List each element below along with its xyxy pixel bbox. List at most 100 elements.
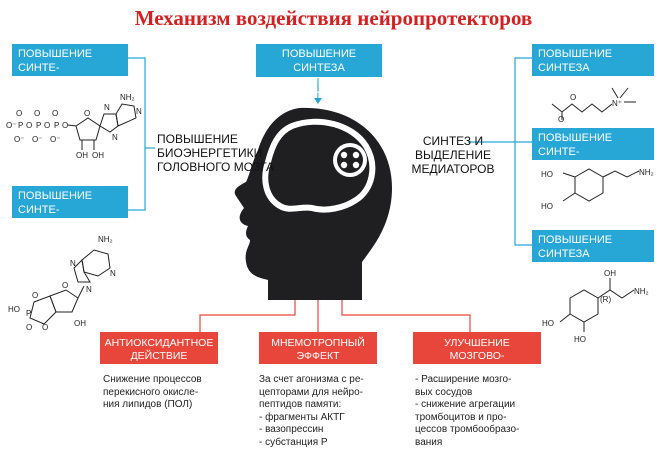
atp-o-top-2: O xyxy=(34,109,40,118)
circ-line1: УЛУЧШЕНИЕ МОЗГОВО- xyxy=(444,337,510,362)
bioenergetics-line2: БИОЭНЕРГЕТИКИ xyxy=(157,146,263,160)
dopa-box-line1: ПОВЫШЕНИЕ СИНТЕ- xyxy=(538,132,613,158)
dopa-nh2: NH₂ xyxy=(639,168,654,177)
circ-note-line1: - Расширение мозго- xyxy=(415,374,512,385)
noradrenaline-box: ПОВЫШЕНИЕ СИНТЕЗА НОРАДРЕНАЛИНА xyxy=(532,230,654,274)
atp-box-line1: ПОВЫШЕНИЕ СИНТЕ- xyxy=(18,48,93,74)
norad-nh2: NH₂ xyxy=(634,287,649,296)
mnemo-note-line2: цепторами для нейро- xyxy=(259,386,363,398)
right-connector xyxy=(514,57,532,246)
atp-o-minus-1: O⁻ xyxy=(6,121,16,130)
camp-structure: NH₂ N N N O P HO O O O OH xyxy=(8,235,116,332)
camp-n-2: N xyxy=(70,259,76,268)
circ-line2: ГО КРОВООБРАЩЕНИЯ xyxy=(417,363,537,375)
camp-o-3: O xyxy=(32,291,38,300)
mnemo-note-line1: За счет агонизма с ре- xyxy=(259,374,364,385)
atp-o-bottom-3: O⁻ xyxy=(50,135,60,144)
dopa-ho-2: HO xyxy=(541,202,553,211)
mnemo-line2: ЭФФЕКТ xyxy=(296,350,340,362)
circ-note-line2: вых сосудов xyxy=(415,386,473,398)
camp-n-1: N xyxy=(110,269,116,278)
mediators-line2: МЕДИАТОРОВ xyxy=(411,162,495,176)
dopa-box-keyword: ДОФАМИНА xyxy=(555,160,622,172)
antiox-note-line3: ния липидов (ПОЛ) xyxy=(103,399,193,410)
atp-structure: O⁻ P O P O P O O O O O⁻ O⁻ O⁻ O OH OH N … xyxy=(6,93,142,160)
atp-o-top-3: O xyxy=(52,109,58,118)
top-arrowhead xyxy=(314,98,322,104)
dopa-box-prefix: ЗА xyxy=(538,160,556,172)
atp-oh-2: OH xyxy=(92,151,104,160)
circulation-note: - Расширение мозго- вых сосудов - снижен… xyxy=(415,374,519,449)
camp-nh2: NH₂ xyxy=(98,235,113,244)
diagram-title: Механизм воздействия нейропротекторов xyxy=(134,6,533,30)
atp-n-1: N xyxy=(104,103,110,112)
norad-r-label: (R) xyxy=(600,295,611,304)
atp-n-2: N xyxy=(136,107,142,116)
circ-note-line4: тромбоцитов и про- xyxy=(415,411,507,423)
camp-box-line1: ПОВЫШЕНИЕ СИНТЕ- xyxy=(18,190,93,216)
ach-o-1: O xyxy=(570,93,576,102)
ach-n-plus: N⁺ xyxy=(612,99,622,108)
camp-ring-o: O xyxy=(62,281,68,290)
mnemotropic-note: За счет агонизма с ре- цепторами для ней… xyxy=(259,374,364,449)
dopa-box-line2: ЗА ДОФАМИНА xyxy=(538,159,648,173)
dopamine-structure: NH₂ HO HO xyxy=(541,168,654,211)
camp-synthesis-box: ПОВЫШЕНИЕ СИНТЕ- ЗА цАМФ xyxy=(12,186,128,230)
circulation-box: УЛУЧШЕНИЕ МОЗГОВО- ГО КРОВООБРАЩЕНИЯ xyxy=(413,332,541,375)
atp-nh2: NH₂ xyxy=(120,93,135,102)
dopamine-box: ПОВЫШЕНИЕ СИНТЕ- ЗА ДОФАМИНА xyxy=(532,128,654,172)
antioxidant-box: АНТИОКСИДАНТНОЕ ДЕЙСТВИЕ xyxy=(100,332,218,364)
mnemo-note-line5: - вазопрессин xyxy=(259,424,324,435)
camp-box-keyword: цАМФ xyxy=(35,218,69,230)
atp-p-3: P xyxy=(54,121,59,130)
norad-box-line2: НОРАДРЕНАЛИНА xyxy=(538,262,640,274)
atp-o-3: O xyxy=(62,121,68,130)
acetylcholine-structure: O O N⁺ xyxy=(551,87,636,122)
circ-note-line6: вания xyxy=(415,436,443,448)
mediators-caption: СИНТЕЗ И ВЫДЕЛЕНИЕ МЕДИАТОРОВ xyxy=(394,134,512,176)
protein-synthesis-box: ПОВЫШЕНИЕ СИНТЕЗА БЕЛКА И ФОСФОЛИПИДОВ xyxy=(256,44,382,101)
ach-box-line1: ПОВЫШЕНИЕ СИНТЕЗА xyxy=(538,48,613,74)
atp-box-line2: ЗА АТФ xyxy=(18,75,122,89)
antiox-note-line2: перекисного окисле- xyxy=(103,386,199,398)
antiox-note-line1: Снижение процессов xyxy=(103,374,202,385)
atp-o-1: O xyxy=(26,121,32,130)
atp-p-1: P xyxy=(18,121,23,130)
atp-synthesis-box: ПОВЫШЕНИЕ СИНТЕ- ЗА АТФ xyxy=(12,44,128,88)
camp-p: P xyxy=(26,309,31,318)
brain-shape xyxy=(262,118,376,213)
atp-o-bottom-1: O⁻ xyxy=(14,135,24,144)
protein-box-line2: БЕЛКА И ФОСФОЛИПИДОВ xyxy=(276,76,362,101)
mnemo-note-line3: пептидов памяти: xyxy=(259,399,342,410)
norad-box-line1: ПОВЫШЕНИЕ СИНТЕЗА xyxy=(538,234,613,260)
bioenergetics-line1: ПОВЫШЕНИЕ xyxy=(157,132,238,146)
protein-box-line1: ПОВЫШЕНИЕ СИНТЕЗА xyxy=(281,48,357,74)
camp-box-prefix: ЗА xyxy=(18,218,36,230)
ach-o-2: O xyxy=(558,115,564,122)
camp-box-line2: ЗА цАМФ xyxy=(18,217,122,231)
atp-p-2: P xyxy=(36,121,41,130)
mnemo-note-line4: - фрагменты АКТГ xyxy=(259,411,345,423)
mnemo-note-line6: - субстанция Р xyxy=(259,436,328,448)
antioxidant-note: Снижение процессов перекисного окисле- н… xyxy=(103,374,202,412)
camp-n-3: N xyxy=(86,285,92,294)
atp-box-keyword: АТФ xyxy=(35,76,59,88)
atp-box-prefix: ЗА xyxy=(18,76,36,88)
atp-oh-1: OH xyxy=(76,151,88,160)
bioenergetics-caption: ПОВЫШЕНИЕ БИОЭНЕРГЕТИКИ ГОЛОВНОГО МОЗГА xyxy=(157,132,274,174)
atp-n-3: N xyxy=(112,133,118,142)
bottom-right-connector xyxy=(341,292,471,332)
atp-o-top-1: O xyxy=(16,109,22,118)
bioenergetics-line3: ГОЛОВНОГО МОЗГА xyxy=(157,160,275,174)
norad-ho-2: HO xyxy=(574,335,586,344)
atp-o-2: O xyxy=(44,121,50,130)
atp-ring-o: O xyxy=(84,109,90,118)
camp-o-2: O xyxy=(42,323,48,332)
antiox-line1: АНТИОКСИДАНТНОЕ xyxy=(104,337,214,349)
norad-oh: OH xyxy=(604,269,616,278)
noradrenaline-structure: OH (R) NH₂ HO HO xyxy=(542,269,649,344)
bottom-left-connector xyxy=(199,292,296,332)
atp-o-bottom-2: O⁻ xyxy=(32,135,42,144)
mnemotropic-box: МНЕМОТРОПНЫЙ ЭФФЕКТ xyxy=(259,332,377,364)
